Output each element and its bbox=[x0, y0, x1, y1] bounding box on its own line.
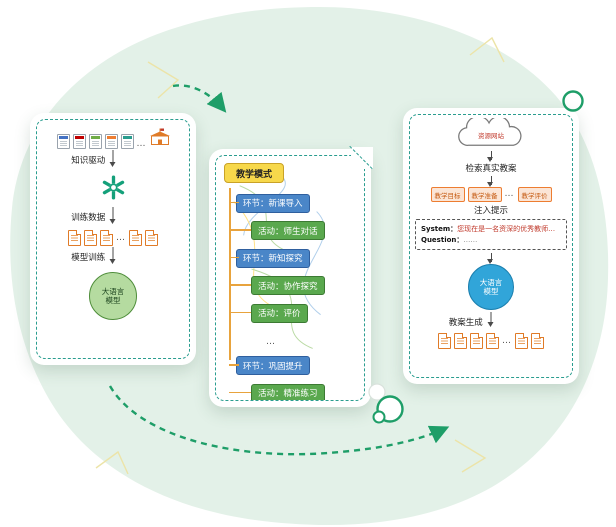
lesson-plan-card-border bbox=[409, 114, 573, 378]
training-docs-row: … bbox=[68, 230, 158, 246]
tree-row: 活动：精准练习 bbox=[229, 381, 364, 400]
card-fold-corner bbox=[351, 147, 373, 169]
cloud-label: 资源网站 bbox=[478, 132, 504, 140]
model-training-label: 模型训练 bbox=[71, 253, 106, 263]
llm-label-line2: 模型 bbox=[105, 296, 121, 305]
ellipsis: … bbox=[504, 189, 515, 199]
activity-node: 活动：协作探究 bbox=[251, 276, 325, 295]
document-icon bbox=[129, 230, 142, 246]
document-icon bbox=[68, 230, 81, 246]
model-training-card: … 知识驱动 bbox=[30, 113, 196, 365]
plan-part-box: 教学目标 bbox=[430, 187, 465, 202]
document-icon bbox=[486, 333, 499, 349]
model-training-stage: 模型训练 bbox=[36, 246, 190, 270]
ellipsis: … bbox=[502, 335, 512, 346]
plan-part-box: 教学评价 bbox=[517, 187, 552, 202]
plan-part-box: 教学准备 bbox=[467, 187, 502, 202]
document-icon bbox=[531, 333, 544, 349]
tree-row: 活动：评价 bbox=[229, 301, 364, 323]
tree-row: 活动：师生对话 bbox=[229, 219, 364, 240]
web-resource-cloud-icon: 资源网站 bbox=[452, 118, 530, 150]
data-source-icon bbox=[56, 134, 70, 149]
plan-generation-stage: 教案生成 bbox=[409, 311, 573, 333]
document-icon bbox=[438, 333, 451, 349]
openai-logo-icon bbox=[100, 174, 127, 205]
teaching-mode-title: 教学模式 bbox=[224, 163, 285, 183]
training-data-stage: 训练数据 bbox=[36, 206, 190, 230]
tree-row: 环节：新课导入 bbox=[229, 191, 364, 213]
teaching-mode-card-border: 教学模式 环节：新课导入 活动：师生对话 环节：新知探究 活动：协作探究 活动：… bbox=[215, 155, 365, 401]
model-training-card-border bbox=[36, 119, 190, 359]
tree-row: 环节：新知探究 bbox=[229, 246, 364, 268]
section-node: 环节：巩固提升 bbox=[236, 356, 310, 375]
llm-label-line2: 模型 bbox=[483, 287, 499, 296]
tree-row: 环节：巩固提升 bbox=[229, 354, 364, 375]
tree-row: 活动：协作探究 bbox=[229, 274, 364, 295]
down-arrow bbox=[487, 253, 494, 264]
school-icon bbox=[149, 128, 170, 149]
knowledge-driven-stage: 知识驱动 bbox=[36, 149, 190, 173]
down-arrow bbox=[487, 312, 494, 327]
llm-label-line1: 大语言 bbox=[101, 286, 125, 296]
data-source-icon bbox=[104, 134, 118, 149]
teaching-mode-card: 教学模式 环节：新课导入 活动：师生对话 环节：新知探究 活动：协作探究 活动：… bbox=[209, 145, 373, 407]
question-prefix: Question： bbox=[421, 235, 464, 244]
lesson-plan-card: 资源网站 检索真实教案 教学目标 教学准备 … 教学评价 注入提示 System… bbox=[403, 108, 579, 384]
activity-node: 活动：评价 bbox=[251, 303, 308, 323]
knowledge-driven-label: 知识驱动 bbox=[71, 156, 106, 166]
generated-plans-row: … bbox=[438, 333, 544, 349]
document-icon bbox=[84, 230, 97, 246]
down-arrow bbox=[109, 150, 116, 167]
tree-row-ellipsis: … bbox=[266, 329, 364, 348]
ellipsis: … bbox=[136, 139, 147, 149]
data-source-row: … bbox=[56, 128, 170, 149]
ellipsis: … bbox=[116, 232, 126, 243]
plan-generation-label: 教案生成 bbox=[448, 318, 483, 328]
data-source-icon bbox=[120, 134, 134, 149]
section-node: 环节：新知探究 bbox=[236, 248, 310, 268]
document-icon bbox=[145, 230, 158, 246]
question-prompt-line: Question：…… bbox=[421, 235, 561, 246]
down-arrow bbox=[487, 151, 494, 162]
plan-parts-row: 教学目标 教学准备 … 教学评价 bbox=[430, 187, 552, 202]
ellipsis: … bbox=[266, 336, 276, 347]
training-data-label: 训练数据 bbox=[71, 213, 106, 223]
document-icon bbox=[470, 333, 483, 349]
data-source-icon bbox=[88, 134, 102, 149]
document-icon bbox=[454, 333, 467, 349]
inject-prompt-label: 注入提示 bbox=[473, 206, 508, 216]
llm-node-green: 大语言 模型 bbox=[89, 272, 137, 320]
question-text: …… bbox=[463, 235, 478, 244]
llm-node-blue: 大语言 模型 bbox=[468, 264, 514, 310]
prompt-box: System：您现在是一名资深的优秀教师… Question：…… bbox=[415, 219, 567, 250]
activity-node: 活动：精准练习 bbox=[251, 383, 325, 400]
section-node: 环节：新课导入 bbox=[236, 193, 310, 213]
document-icon bbox=[515, 333, 528, 349]
document-icon bbox=[100, 230, 113, 246]
data-source-icon bbox=[72, 134, 86, 149]
down-arrow bbox=[109, 247, 116, 264]
system-prefix: System： bbox=[421, 225, 458, 233]
retrieve-label: 检索真实教案 bbox=[465, 164, 517, 174]
system-prompt-line: System：您现在是一名资深的优秀教师… bbox=[421, 224, 561, 235]
llm-label-line1: 大语言 bbox=[479, 277, 503, 287]
down-arrow bbox=[109, 207, 116, 224]
system-text: 您现在是一名资深的优秀教师… bbox=[457, 225, 556, 233]
activity-node: 活动：师生对话 bbox=[251, 221, 325, 240]
down-arrow bbox=[487, 176, 494, 187]
teaching-mode-tree: 环节：新课导入 活动：师生对话 环节：新知探究 活动：协作探究 活动：评价 … bbox=[226, 188, 364, 400]
